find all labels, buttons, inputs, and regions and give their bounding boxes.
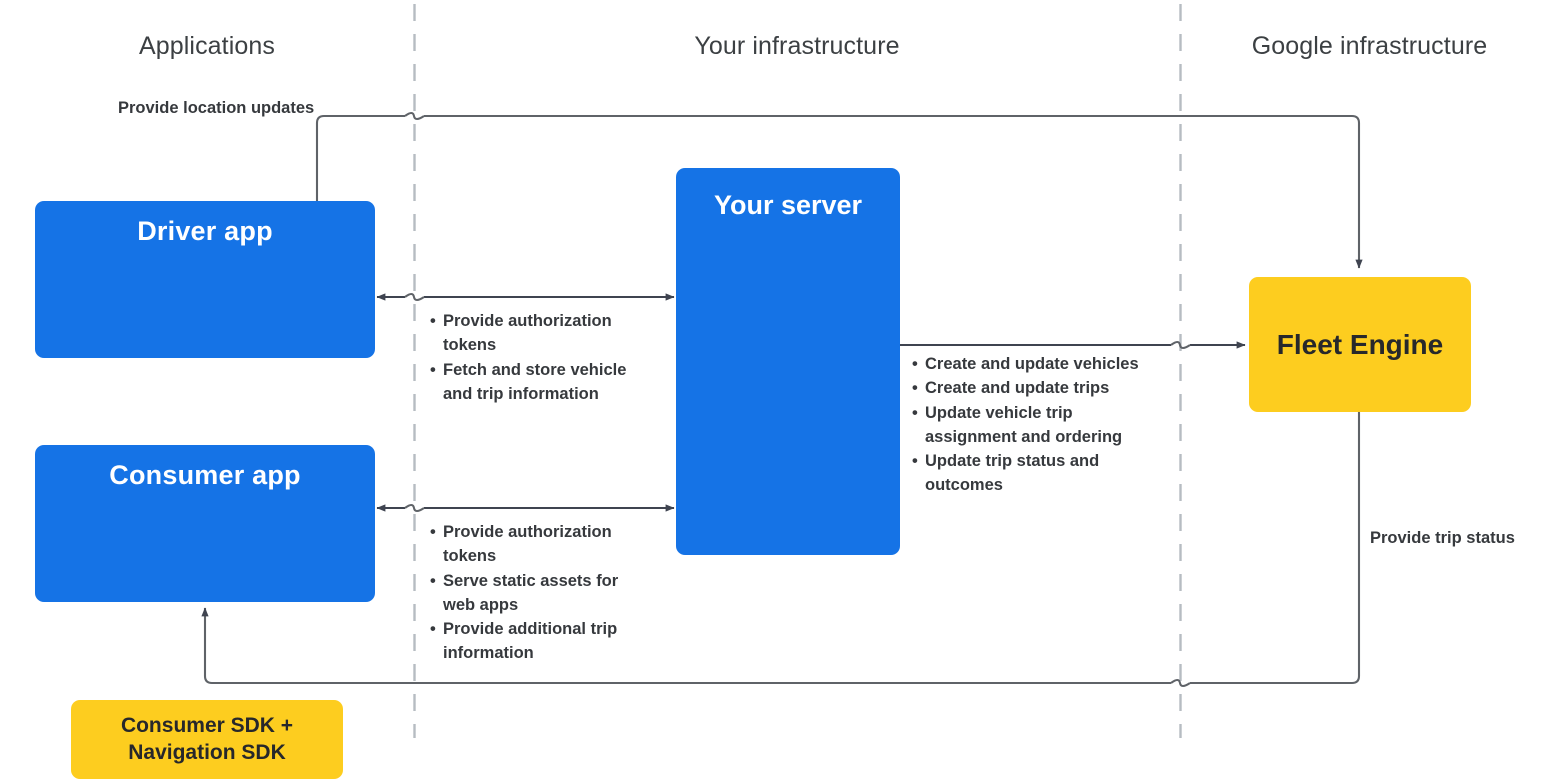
list-item: Create and update trips	[912, 376, 1162, 401]
node-consumer-app[interactable]: Consumer app Consumer SDK + Navigation S…	[35, 445, 375, 779]
zone-title-google-infrastructure: Google infrastructure	[1251, 32, 1488, 60]
list-item: Fetch and store vehicle and trip informa…	[430, 358, 660, 407]
zone-title-applications: Applications	[138, 32, 275, 60]
edge-consumer-server	[377, 505, 674, 511]
label-provide-location-updates: Provide location updates	[118, 99, 315, 117]
consumer-app-title: Consumer app	[109, 460, 301, 490]
edge-trip-status	[205, 412, 1361, 688]
bullets-server-fleetengine: Create and update vehicles Create and up…	[912, 352, 1162, 498]
list-item: Serve static assets for web apps	[430, 569, 645, 618]
list-item: Update vehicle trip assignment and order…	[912, 401, 1162, 450]
zone-title-your-infrastructure: Your infrastructure	[694, 32, 900, 60]
your-server-title: Your server	[713, 190, 863, 220]
bullets-driver-server: Provide authorization tokens Fetch and s…	[430, 309, 660, 406]
edge-driver-server	[377, 294, 674, 300]
edge-server-fleetengine	[900, 342, 1245, 348]
list-item: Provide additional trip information	[430, 617, 645, 666]
driver-app-title: Driver app	[137, 216, 273, 246]
node-your-server[interactable]: Your server	[676, 168, 900, 555]
list-item: Provide authorization tokens	[430, 520, 645, 569]
bullets-consumer-server-list: Provide authorization tokens Serve stati…	[430, 520, 645, 666]
node-fleet-engine[interactable]: Fleet Engine	[1249, 277, 1471, 412]
architecture-diagram: Applications Your infrastructure Google …	[0, 0, 1559, 742]
consumer-sdk-box[interactable]: Consumer SDK + Navigation SDK	[71, 700, 343, 779]
fleet-engine-label: Fleet Engine	[1276, 328, 1444, 360]
connector-layer	[0, 4, 1559, 738]
label-provide-trip-status: Provide trip status	[1370, 529, 1515, 547]
edge-location-updates	[315, 111, 1359, 268]
bullets-consumer-server: Provide authorization tokens Serve stati…	[430, 520, 645, 666]
bullets-driver-server-list: Provide authorization tokens Fetch and s…	[430, 309, 660, 406]
bullets-server-fleetengine-list: Create and update vehicles Create and up…	[912, 352, 1162, 498]
list-item: Provide authorization tokens	[430, 309, 660, 358]
list-item: Create and update vehicles	[912, 352, 1162, 377]
list-item: Update trip status and outcomes	[912, 449, 1162, 498]
consumer-sdk-label: Consumer SDK + Navigation SDK	[120, 713, 294, 764]
node-driver-app[interactable]: Driver app Driver SDK + Navigation SDK	[35, 201, 375, 535]
